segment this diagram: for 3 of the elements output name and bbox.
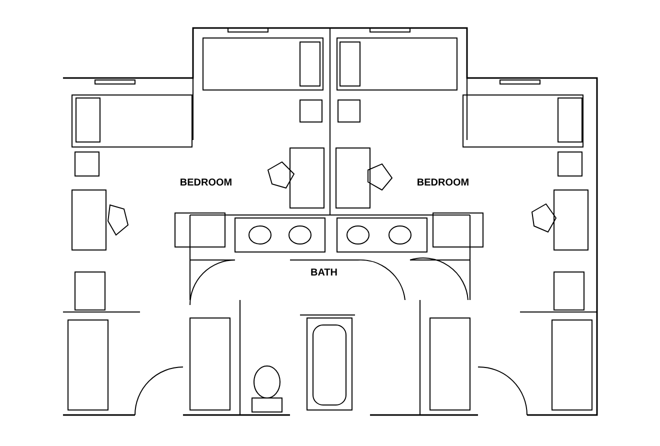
room-label: BEDROOM <box>180 178 232 188</box>
room-label: BATH <box>310 268 338 278</box>
room-label: BEDROOM <box>416 178 470 188</box>
